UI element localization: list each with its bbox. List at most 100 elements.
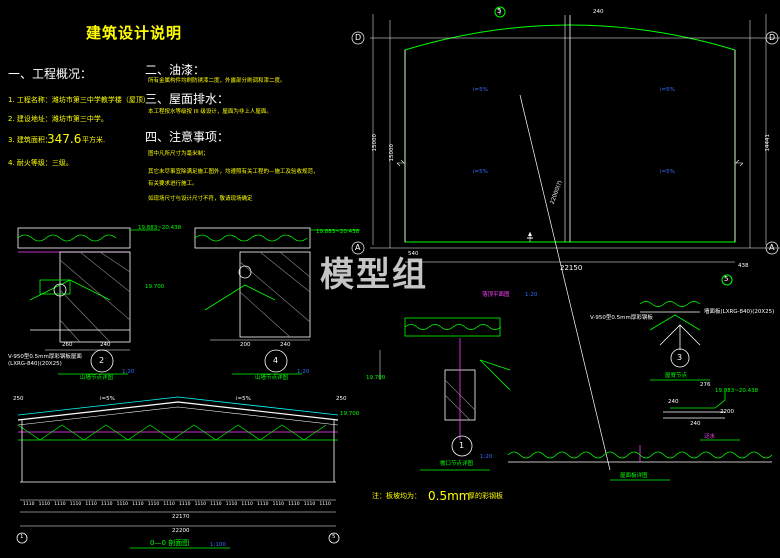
d4-elev1: 19.883~20.438 [316,229,360,235]
plan-slope-1: i=5% [473,87,488,93]
section1-item3-label: 3. 建筑面积： [8,136,52,144]
d3-spec2: 墙面板(LXRG-840)(20X25) [704,309,775,315]
section-span-dim: 1110 [163,502,175,507]
section4-heading: 四、注意事项： [145,130,230,144]
plan-dim-bottom-right: 438 [738,263,749,269]
d5-dim3: 2200 [720,409,734,415]
section1-item4: 4. 耐火等级：三级。 [8,159,73,167]
d3-title: 屋脊节点 [665,373,688,379]
plan-width-dim: 22150 [560,264,583,272]
d2-title: 山墙节点详图 [80,375,114,381]
plan-grid-top-right: D [769,33,776,42]
detail-6-drawing [507,445,773,481]
d1-label-scale: 1:20 [525,292,538,298]
d4-scale: 1:20 [297,369,310,375]
section-span-dim: 1110 [225,502,238,507]
plan-grid-top-left: D [355,33,362,42]
section-span-dim: 1110 [69,502,82,507]
d1-scale: 1:20 [480,454,493,460]
plan-dim-top: 240 [593,9,604,15]
section-span-dim: 1110 [85,502,97,507]
d3-spec: V-950型0.5mm厚彩钢板 [590,315,653,321]
section-span-dim: 1110 [194,502,207,507]
section-span-dim: 1110 [54,502,66,507]
d2-elev2: 19.700 [145,284,165,290]
plan-axis-top: 5 [497,7,502,15]
plan-slope-2: i=5% [660,87,675,93]
d2-number: 2 [99,356,105,365]
page-title: 建筑设计说明 [86,24,183,42]
section-span-dim: 1110 [303,502,316,507]
plan-grid-bottom-right: A [769,243,775,252]
section2-text: 所有金属构件均刷防锈漆二度，外露部分刷调和漆二度。 [148,78,286,84]
section-span-dim: 1110 [210,502,222,507]
detail-3-drawing [639,301,710,381]
section1-heading: 一、工程概况： [8,67,93,81]
section-span-dim: 1110 [23,502,35,507]
plan-left-height: 15000 [372,134,378,152]
roof-plan-outline [404,24,736,243]
d1-elev: 19.700 [366,375,386,381]
d3-number: 3 [677,353,683,362]
section3-text: 本工程按水等级按 III 级设计，屋面为非上人屋面。 [148,109,272,115]
detail-1-drawing [379,317,511,471]
section-slope-left: i=5% [100,396,115,402]
roof-plan-diagonal [519,94,611,471]
section4-line3: 有关要求进行施工。 [148,181,198,187]
plan-slope-4: i=5% [660,169,675,175]
note-tail: 厚的彩钢板 [468,492,503,500]
section-total: 22200 [172,528,190,534]
d5-dim4: 240 [690,421,701,427]
section1-item3-unit: 平方米. [82,136,106,144]
section1-item2: 2. 建设地址：潍坊市第三中学。 [8,115,108,123]
section-title: 0—0 剖面图 [150,539,190,547]
section-span-dim: 1110 [132,502,144,507]
section-span-dim: 1110 [241,502,253,507]
plan-grid-bottom-left: A [355,243,361,252]
d2-scale: 1:20 [122,369,135,375]
d2-dim2: 240 [100,342,111,348]
section-axis-right: 5 [332,534,336,540]
section4-line4: 如现场尺寸与设计尺寸不符，敬请现场确定 [148,196,253,202]
section2-heading: 二、油漆： [145,63,206,77]
d5-dim2: 240 [668,399,679,405]
section4-line2: 其它未尽事宜除满足施工图外，均遵照有关工程的—施工及验收规范， [148,169,319,175]
section-spec2: (LXRG-840)(20X25) [8,361,62,367]
section-span-dim: 1110 [257,502,269,507]
note-value: 0.5mm [428,489,471,503]
note-label: 注：板坡均为： [372,492,421,500]
section-spec: V-950型0.5mm厚彩钢板屋面 [8,354,82,360]
section-span-dim: 1110 [319,502,331,507]
section-roof-profile [17,401,339,421]
section1-item3-value: 347.6 [47,132,82,146]
section-span-dim: 1110 [38,502,51,507]
section-scale: 1:100 [210,542,226,548]
d5-label: 泛水 [704,434,716,440]
watermark: 模型组 [320,255,428,295]
d4-number: 4 [273,356,279,365]
d4-dim2: 240 [280,342,291,348]
section-axis-left: 1 [20,534,24,540]
section-span-dim: 1110 [101,502,113,507]
section-total-inner: 22170 [172,514,190,520]
section-0-0-drawing [16,396,340,549]
section-span-dim: 1110 [288,502,300,507]
detail-2-drawing [17,227,160,375]
section-left-elev: 250 [13,396,24,402]
plan-dim-bottom-left: 540 [408,251,419,257]
d4-dim1: 200 [240,342,251,348]
d4-title: 山墙节点详图 [255,375,289,381]
roof-plan [351,6,780,471]
detail-4-drawing [194,227,360,375]
section-slope-right: i=5% [236,396,251,402]
plan-axis-bottom: 5 [724,275,729,283]
section-span-dim: 1110 [179,502,191,507]
plan-left-inner: 15000 [389,144,395,162]
detail-5-drawing [663,392,740,441]
section-right-elev: 250 [336,396,347,402]
d2-elev1: 19.883~20.438 [138,225,182,231]
d5-elev: 19.883~20.438 [715,388,759,394]
section1-item1: 1. 工程名称：潍坊市第三中学教学楼（屋顶） [8,96,150,104]
